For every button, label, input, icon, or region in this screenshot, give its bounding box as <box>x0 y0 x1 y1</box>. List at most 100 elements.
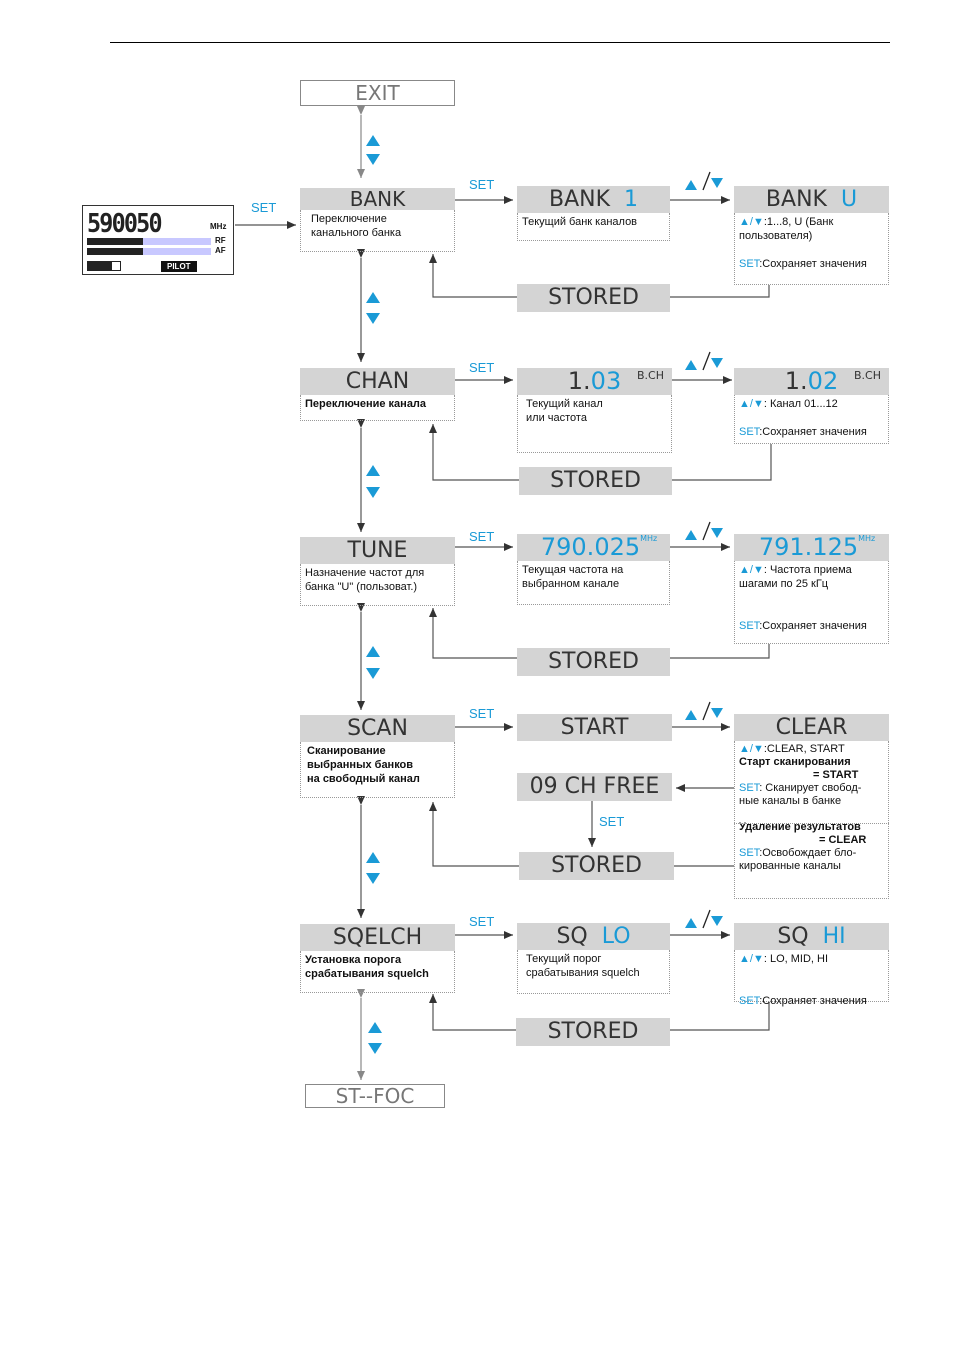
bank-edit-set-text: :Сохраняет значения <box>759 258 867 270</box>
down-arrow-icon <box>366 668 380 679</box>
af-meter <box>87 248 211 255</box>
af-label: AF <box>215 246 226 255</box>
scan-start: START <box>517 714 672 741</box>
lcd-unit: MHz <box>210 222 227 231</box>
scan-free-channels: 09 CH FREE <box>517 773 672 801</box>
set-prefix: SET <box>739 847 760 859</box>
up-arrow-icon <box>366 465 380 476</box>
sq-current-label: SQ <box>556 924 588 949</box>
tune-edit-set-text: :Сохраняет значения <box>759 620 867 632</box>
sq-edit-set-text: :Сохраняет значения <box>759 995 867 1007</box>
bank-edit-display: BANK U <box>734 186 889 213</box>
bank-menu-title: BANK <box>300 188 455 210</box>
set-label: SET <box>469 914 495 929</box>
rf-level-bar <box>87 238 143 245</box>
set-label: SET <box>469 706 495 721</box>
down-arrow-icon <box>366 873 380 884</box>
tune-edit-display: 791.125MHz <box>734 534 889 561</box>
battery-icon <box>87 261 121 271</box>
down-arrow-icon <box>366 313 380 324</box>
set-prefix: SET <box>739 995 760 1007</box>
down-arrow-icon <box>366 154 380 165</box>
tune-current-display: 790.025MHz <box>517 534 670 561</box>
lcd-digits: 590050 <box>87 209 163 239</box>
scan-clear-divider <box>734 823 889 825</box>
bank-current-label: BANK <box>548 187 611 212</box>
tune-edit-unit: MHz <box>858 534 876 543</box>
chan-edit-display: 1.02 B.CH <box>734 368 889 395</box>
chan-edit-desc: ▲/▼: Канал 01...12 SET:Сохраняет значени… <box>734 395 889 444</box>
bank-edit-range: :1...8, U (Банк пользователя) <box>739 216 834 242</box>
tune-edit-value: 791.125 <box>758 534 859 561</box>
bank-current-value: 1 <box>624 187 639 212</box>
chan-edit-value: 02 <box>807 368 839 395</box>
up-arrow-icon <box>366 135 380 146</box>
chan-edit-set-text: :Сохраняет значения <box>759 426 867 438</box>
scan-clear-title: CLEAR <box>734 714 889 741</box>
scan-clear-desc: ▲/▼:CLEAR, START Старт сканирования = ST… <box>734 741 889 899</box>
tune-menu-desc: Назначение частот для банка "U" (пользов… <box>300 564 455 606</box>
up-arrow-icon <box>368 1022 382 1033</box>
down-arrow-icon <box>368 1043 382 1054</box>
sq-current-desc: Текущий порог срабатывания squelch <box>517 950 670 994</box>
bank-menu-desc: Переключение канального банка <box>300 210 455 252</box>
chan-edit-bch: B.CH <box>854 369 881 382</box>
tune-current-unit: MHz <box>640 534 658 543</box>
sq-edit-range: : LO, MID, HI <box>763 953 829 965</box>
bank-current-desc: Текущий банк каналов <box>517 213 670 241</box>
set-label: SET <box>469 360 495 375</box>
stfoc-menu: ST--FOC <box>305 1084 445 1108</box>
header-rule <box>110 42 890 43</box>
scan-clear-range: :CLEAR, START <box>763 743 845 755</box>
tune-edit-range2: шагами по 25 кГц <box>739 578 829 590</box>
chan-current-prefix: 1. <box>567 368 591 395</box>
scan-start-eq: = START <box>813 769 859 781</box>
scan-start-title: Старт сканирования <box>739 756 851 768</box>
chan-current-desc: Текущий канал или частота <box>517 395 672 453</box>
bank-current-display: BANK 1 <box>517 186 670 213</box>
set-prefix: SET <box>739 258 760 270</box>
down-arrow-icon <box>366 487 380 498</box>
sq-stored: STORED <box>516 1018 670 1046</box>
scan-clear-eq: = CLEAR <box>819 834 867 846</box>
set-prefix: SET <box>739 782 760 794</box>
scan-menu-title: SCAN <box>300 715 455 742</box>
scan-menu-desc: Сканирование выбранных банков на свободн… <box>300 742 455 798</box>
set-label: SET <box>469 177 495 192</box>
set-label: SET <box>599 814 625 829</box>
scan-start-desc: : Сканирует свобод- ные каналы в банке <box>739 782 862 807</box>
chan-menu-title: CHAN <box>300 368 455 395</box>
up-arrow-icon <box>366 646 380 657</box>
tune-menu-title: TUNE <box>300 537 455 564</box>
sq-current-display: SQ LO <box>517 923 670 950</box>
bank-stored: STORED <box>517 284 670 312</box>
scan-clear-subtitle: Удаление результатов <box>739 821 861 833</box>
bank-edit-label: BANK <box>765 187 827 212</box>
sq-edit-display: SQ HI <box>734 923 889 950</box>
set-label: SET <box>469 529 495 544</box>
chan-edit-range: : Канал 01...12 <box>763 398 838 410</box>
tune-edit-range: : Частота приема <box>763 564 852 576</box>
set-label: SET <box>251 200 277 215</box>
set-prefix: SET <box>739 426 760 438</box>
bank-edit-value: U <box>840 187 858 212</box>
sq-edit-desc: ▲/▼: LO, MID, HI SET:Сохраняет значения <box>734 950 889 1007</box>
sq-edit-value: HI <box>822 924 846 949</box>
rf-label: RF <box>215 236 226 245</box>
scan-stored: STORED <box>519 852 674 880</box>
bank-edit-desc: ▲/▼:1...8, U (Банк пользователя) SET:Сох… <box>734 213 889 285</box>
chan-current-value: 03 <box>590 368 622 395</box>
tune-current-value: 790.025 <box>540 534 641 561</box>
pilot-indicator: PILOT <box>161 261 197 272</box>
sq-edit-label: SQ <box>777 924 809 949</box>
rf-meter <box>87 238 211 245</box>
af-level-bar <box>87 248 143 255</box>
chan-edit-prefix: 1. <box>784 368 808 395</box>
lcd-display: 590050 MHz RF AF PILOT <box>82 205 234 275</box>
exit-menu: EXIT <box>300 80 455 106</box>
up-arrow-icon <box>366 852 380 863</box>
tune-edit-desc: ▲/▼: Частота приема шагами по 25 кГц SET… <box>734 561 889 644</box>
sq-current-value: LO <box>601 924 631 949</box>
